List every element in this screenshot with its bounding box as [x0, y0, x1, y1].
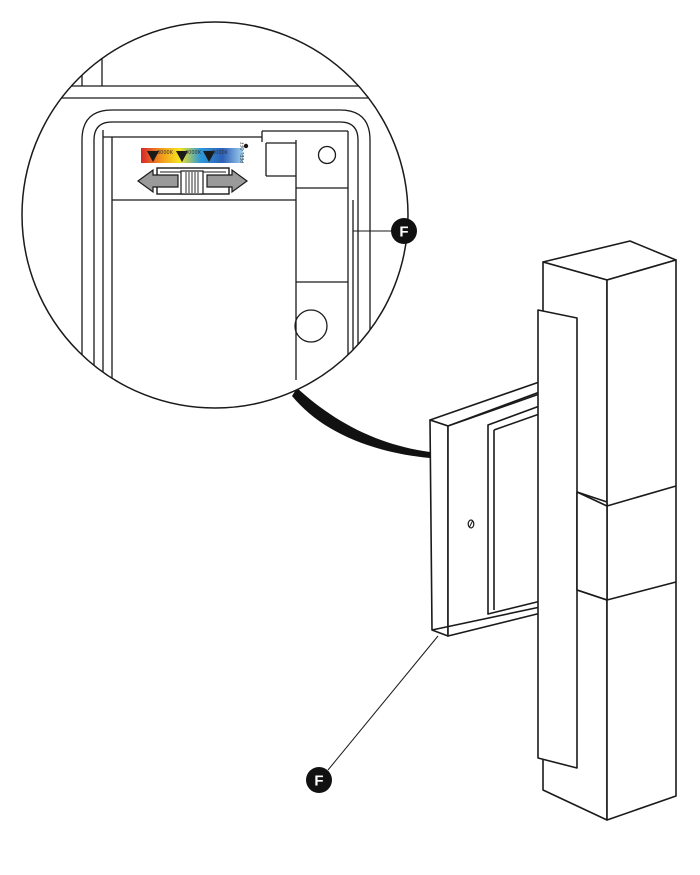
magnifier-connector [292, 388, 430, 458]
svg-text:F: F [399, 224, 408, 241]
column-sleeve [537, 309, 608, 769]
peel-off-label: PEEL OFF [240, 142, 246, 163]
cct-selector: 3000K 4000K 5000K PEEL OFF [136, 142, 249, 195]
slide-left-arrow-icon [136, 168, 179, 194]
callout-lower: F [306, 767, 332, 793]
cct-slide-switch[interactable] [136, 167, 249, 195]
cct-label-4000k: 4000K [185, 150, 202, 156]
cct-color-bar [141, 148, 243, 163]
column-center-band [576, 485, 677, 601]
wall-fixture [429, 240, 677, 821]
callout-upper: F [391, 218, 417, 244]
magnified-detail [21, 21, 409, 409]
mounting-recess [487, 403, 546, 615]
cct-label-3000k: 3000K [157, 150, 174, 156]
leader-line-lower [327, 635, 439, 771]
cct-label-5000k: 5000K [212, 150, 229, 156]
slide-right-arrow-icon [206, 168, 249, 194]
svg-text:F: F [314, 773, 323, 790]
